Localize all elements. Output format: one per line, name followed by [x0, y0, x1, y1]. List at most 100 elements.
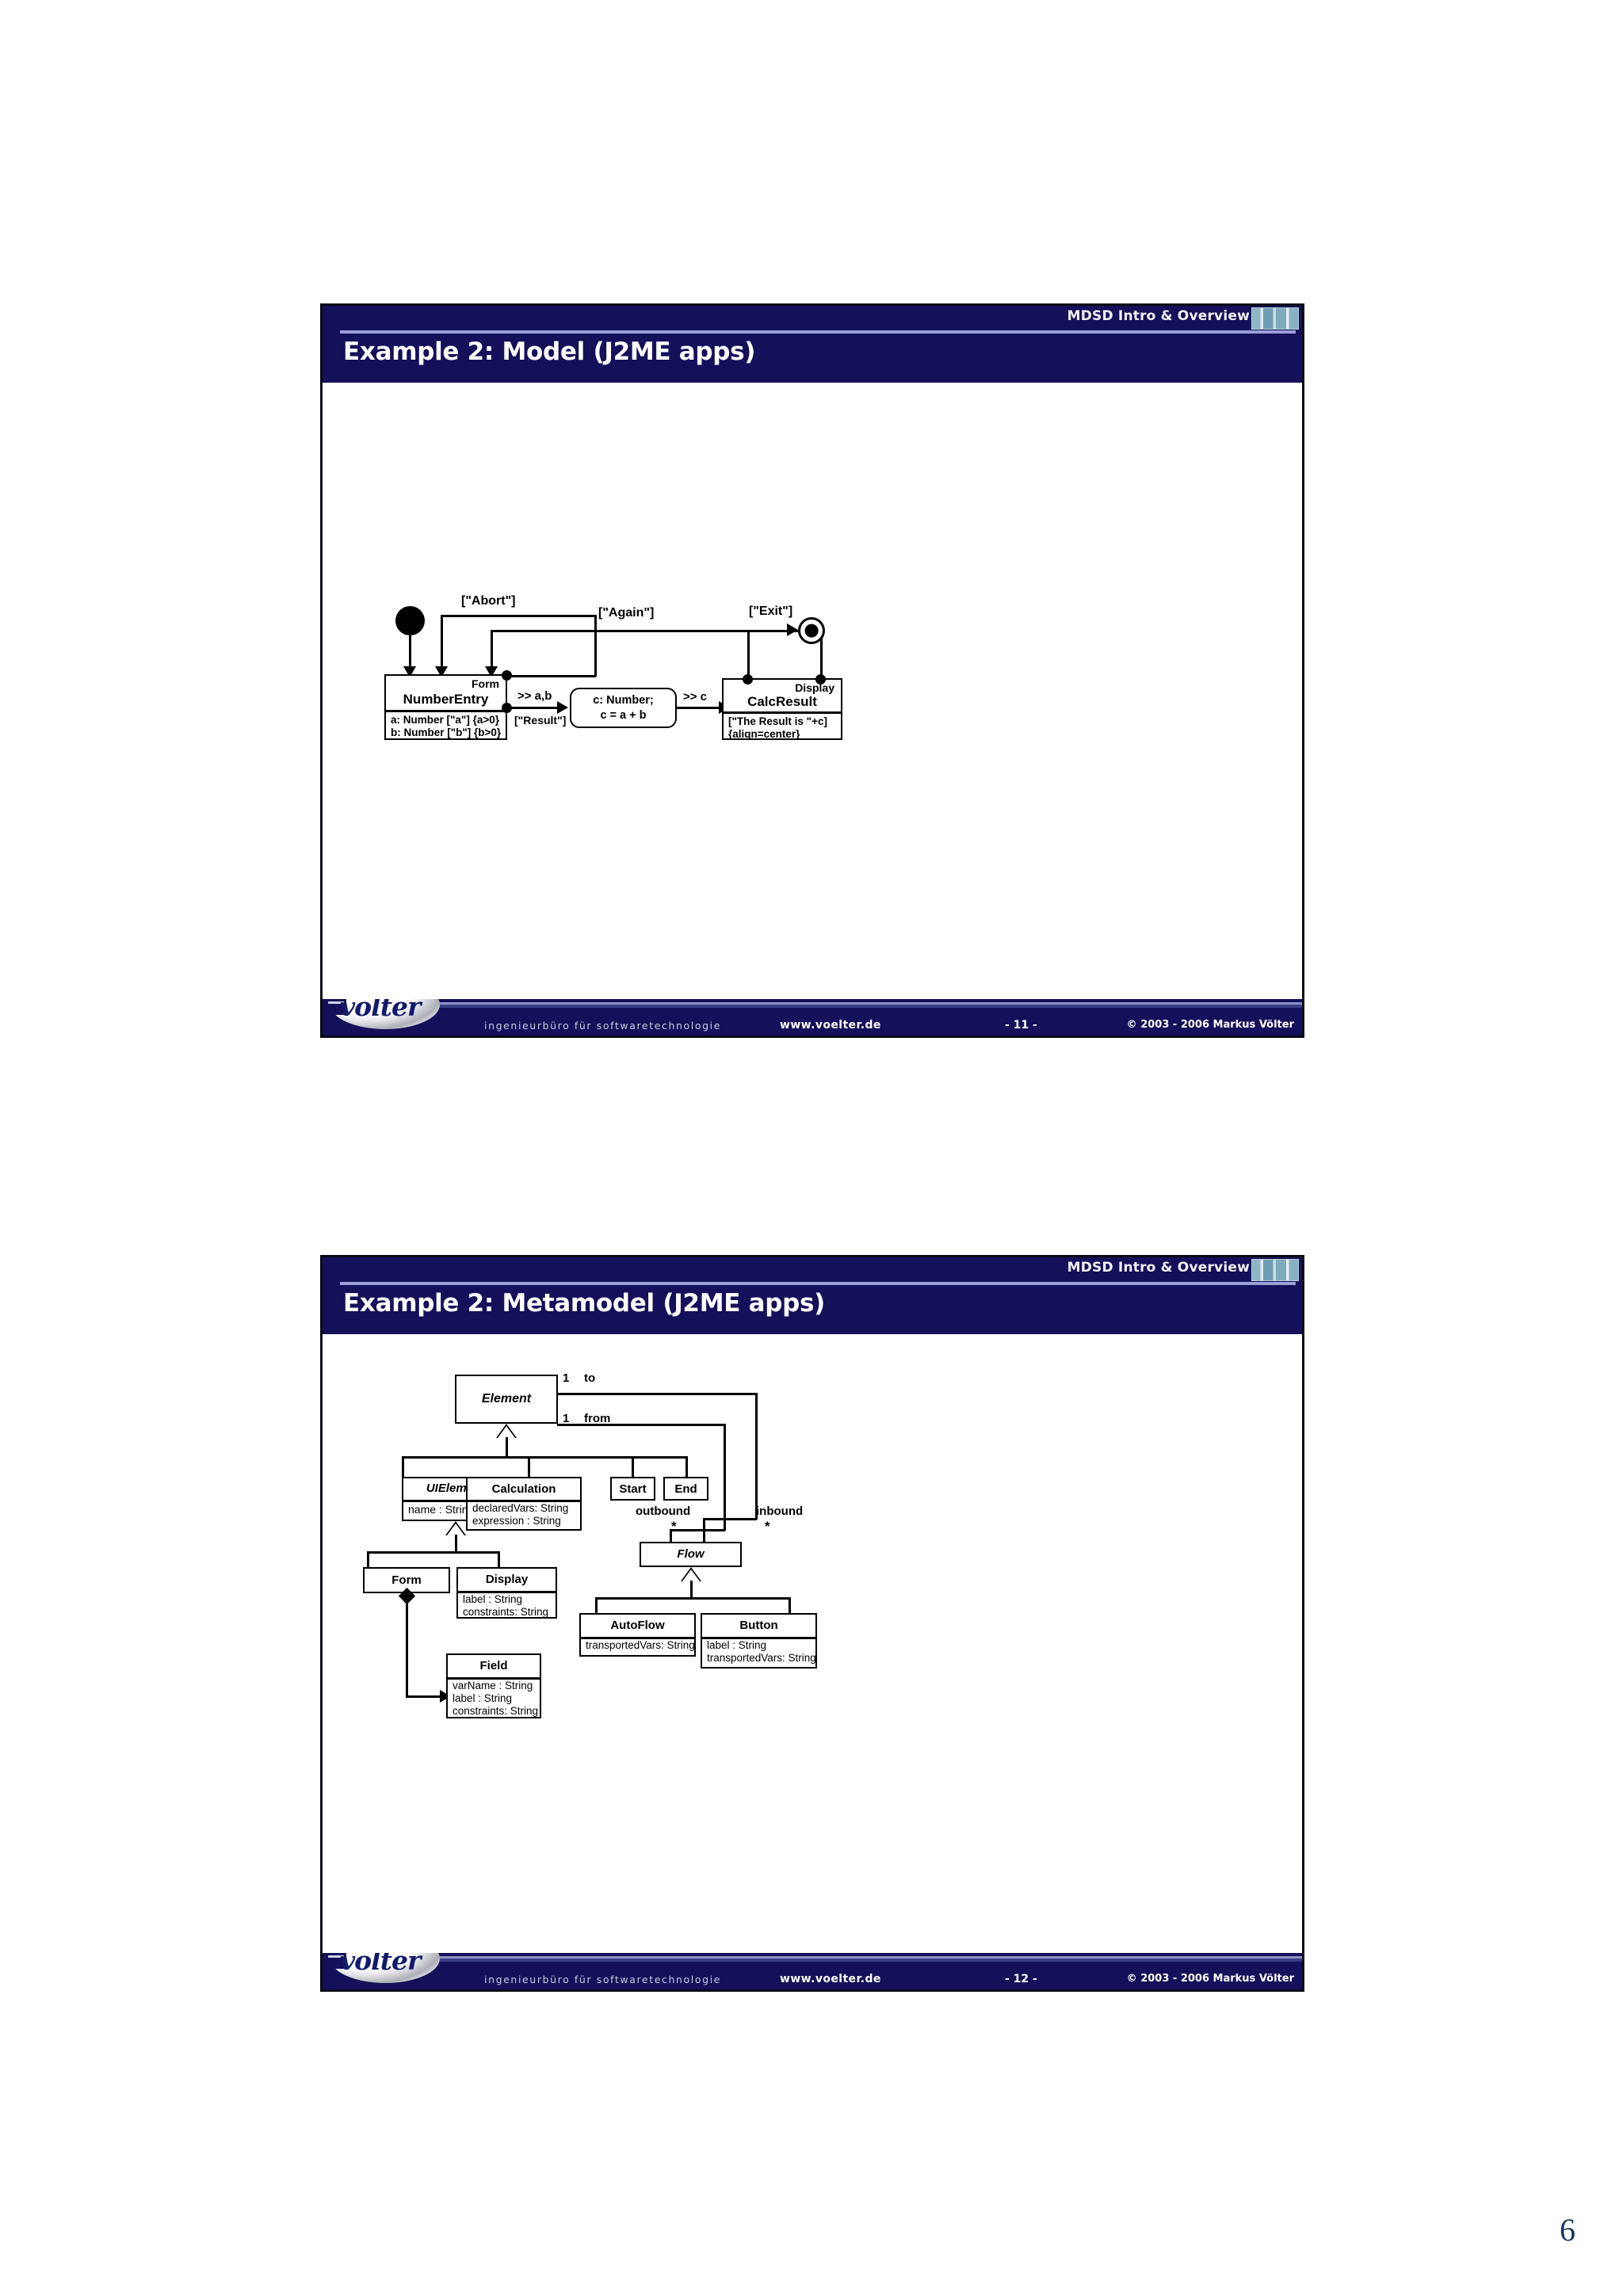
transition-label-c: >> c	[683, 690, 708, 704]
class-element-name: Element	[481, 1392, 532, 1405]
class-button-separator	[702, 1637, 815, 1639]
state-calculation-line2: c = a + b	[600, 709, 647, 722]
slide-header: MDSD Intro & Overview Example 2: Model (…	[323, 306, 1302, 383]
state-numberentry-separator	[386, 710, 506, 712]
footer-page-number: - 11 -	[1005, 1019, 1037, 1032]
header-divider	[340, 1282, 1296, 1285]
gen-uielement-drop	[402, 1456, 404, 1478]
footer-copyright: © 2003 - 2006 Markus Völter	[1126, 1019, 1294, 1031]
class-field-name: Field	[479, 1659, 508, 1672]
edge-again-down	[491, 630, 493, 670]
slide-footer: völter ingenieurbüro für softwaretechnol…	[323, 1953, 1302, 1989]
header-divider	[340, 330, 1296, 334]
state-calcresult-name: CalcResult	[747, 694, 817, 709]
class-button-attr-1: transportedVars: String	[707, 1652, 816, 1664]
class-diagram: Element 1 to 1 from	[323, 1334, 1302, 1953]
state-numberentry-name: NumberEntry	[403, 692, 489, 707]
assoc-inbound-role: inbound	[756, 1505, 804, 1518]
class-end-name: End	[674, 1482, 697, 1496]
footer-tagline: ingenieurbüro für softwaretechnologie	[484, 1020, 722, 1032]
class-autoflow-separator	[581, 1637, 694, 1639]
gen-autoflow-drop	[595, 1597, 598, 1615]
header-kicker: MDSD Intro & Overview	[1067, 308, 1250, 324]
gen-form-drop	[367, 1551, 369, 1569]
assoc-inbound-multiplicity: *	[765, 1519, 770, 1534]
assoc-from-multiplicity: 1	[563, 1412, 570, 1425]
class-flow: Flow	[640, 1542, 742, 1567]
state-calcresult: Display CalcResult ["The Result is "+c] …	[722, 678, 842, 740]
header-thumbnail-icon	[1251, 307, 1299, 330]
footer-url[interactable]: www.voelter.de	[780, 1019, 881, 1032]
slide-title: Example 2: Model (J2ME apps)	[343, 338, 756, 366]
class-button-name: Button	[739, 1619, 778, 1632]
edge-exit-up	[747, 630, 750, 679]
edge-abort-top	[441, 615, 596, 617]
assoc-from-role: from	[584, 1412, 611, 1425]
gen-element-bus	[402, 1456, 687, 1459]
initial-node-icon	[395, 606, 425, 635]
assoc-from-vertical	[724, 1424, 726, 1531]
class-display: Display label : String constraints: Stri…	[456, 1567, 557, 1619]
logo-bar-icon	[326, 999, 346, 1015]
footer-page-number: - 12 -	[1005, 1973, 1037, 1985]
header-topbar: MDSD Intro & Overview	[323, 306, 1302, 330]
gen-button-drop	[789, 1597, 791, 1615]
footer-tagline: ingenieurbüro für softwaretechnologie	[484, 1974, 722, 1985]
final-node-icon	[798, 617, 825, 644]
final-node-inner	[804, 624, 819, 638]
transition-label-again: ["Again"]	[598, 606, 655, 620]
assoc-from-flow-drop	[670, 1529, 672, 1542]
class-element: Element	[455, 1375, 558, 1424]
gen-uielement-stem	[455, 1535, 457, 1553]
state-calcresult-stereotype: Display	[795, 681, 834, 694]
edge-numberentry-to-calc	[507, 707, 561, 709]
generalization-triangle-element-inner	[498, 1426, 515, 1438]
class-display-name: Display	[485, 1573, 529, 1586]
footer-copyright: © 2003 - 2006 Markus Völter	[1126, 1973, 1294, 1985]
class-form-name: Form	[391, 1573, 422, 1587]
class-field: Field varName : String label : String co…	[446, 1653, 541, 1718]
state-calcresult-attr-1: ["The Result is "+c]	[728, 715, 827, 727]
class-start-name: Start	[619, 1482, 647, 1496]
footer-rule	[378, 1002, 1302, 1008]
slide-metamodel: MDSD Intro & Overview Example 2: Metamod…	[320, 1255, 1304, 1992]
assoc-to-into-flow	[703, 1518, 757, 1520]
slide-model: MDSD Intro & Overview Example 2: Model (…	[320, 303, 1304, 1038]
arrowhead-to-calc	[557, 701, 568, 714]
state-calculation: c: Number; c = a + b	[570, 688, 677, 728]
state-numberentry-attr-a: a: Number ["a"] {a>0}	[391, 714, 499, 726]
generalization-triangle-flow-inner	[682, 1569, 700, 1581]
transition-label-exit: ["Exit"]	[749, 605, 793, 618]
state-numberentry-attr-b: b: Number ["b"] {b>0}	[391, 727, 502, 738]
class-field-attr-2: constraints: String	[453, 1705, 539, 1717]
class-calculation-name: Calculation	[491, 1482, 556, 1496]
gen-end-drop	[685, 1456, 688, 1478]
gen-calculation-drop	[528, 1456, 530, 1478]
gen-display-drop	[498, 1551, 500, 1569]
slide-title: Example 2: Metamodel (J2ME apps)	[343, 1289, 826, 1318]
edge-exit-horizontal	[747, 630, 792, 632]
port-again	[815, 674, 826, 685]
slide-footer: völter ingenieurbüro für softwaretechnol…	[323, 999, 1302, 1035]
port-exit	[743, 674, 753, 685]
gen-flow-stem	[690, 1581, 693, 1599]
edge-again-horizontal	[491, 630, 822, 632]
class-field-attr-1: label : String	[453, 1692, 513, 1704]
arrowhead-exit	[787, 624, 798, 636]
class-display-separator	[458, 1591, 556, 1593]
logo-wordmark: völter	[340, 1953, 421, 1976]
class-uielement-separator	[403, 1500, 507, 1502]
composition-form-vertical	[406, 1602, 408, 1697]
class-display-attr-0: label : String	[463, 1593, 523, 1605]
assoc-from-into-flow	[670, 1529, 725, 1531]
class-end: End	[663, 1477, 708, 1501]
footer-url[interactable]: www.voelter.de	[780, 1973, 881, 1985]
assoc-to-vertical	[755, 1393, 758, 1520]
class-autoflow-attr-0: transportedVars: String	[586, 1639, 695, 1651]
class-calculation: Calculation declaredVars: String express…	[466, 1477, 582, 1531]
header-kicker: MDSD Intro & Overview	[1067, 1260, 1250, 1276]
assoc-to-role: to	[584, 1371, 596, 1385]
class-display-attr-1: constraints: String	[463, 1606, 549, 1618]
assoc-from-horizontal	[557, 1424, 725, 1426]
